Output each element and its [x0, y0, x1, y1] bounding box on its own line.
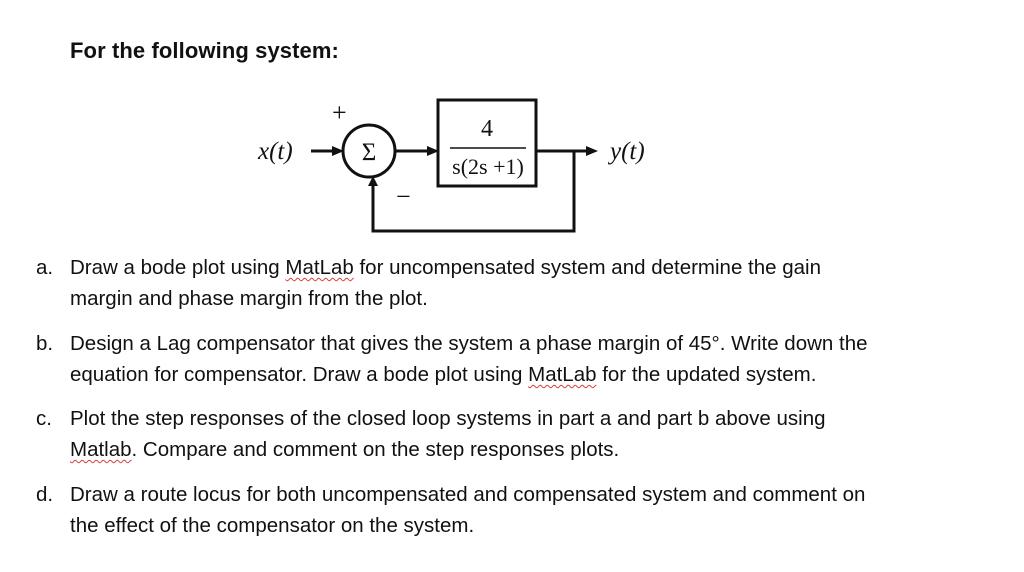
text-run: Draw a route locus for both uncompensate…	[70, 483, 866, 506]
text-run: Design a Lag compensator that gives the …	[70, 332, 868, 355]
feedback-arrowhead	[368, 176, 378, 186]
forward-arrowhead	[427, 146, 439, 156]
feedback-path	[371, 151, 576, 233]
spellcheck-word: MatLab	[285, 256, 354, 279]
spellcheck-word: Matlab	[70, 438, 132, 461]
question-letter: a.	[36, 256, 54, 279]
text-run: . Compare and comment on the step respon…	[131, 438, 620, 461]
text-run: Draw a bode plot using	[70, 256, 286, 279]
question-line: Draw a bode plot using MatLab for uncomp…	[70, 252, 821, 283]
text-run: equation for compensator. Draw a bode pl…	[70, 363, 529, 386]
question-letter: c.	[36, 407, 52, 430]
plus-sign: +	[332, 98, 347, 127]
minus-sign: −	[396, 182, 411, 211]
spellcheck-word: MatLab	[528, 363, 597, 386]
page-heading: For the following system:	[70, 38, 339, 63]
text-run: margin and phase margin from the plot.	[70, 287, 428, 310]
question-letter: d.	[36, 483, 54, 506]
transfer-function-block	[436, 98, 538, 188]
question-line: Draw a route locus for both uncompensate…	[70, 479, 865, 510]
text-run: for uncompensated system and determine t…	[353, 256, 821, 279]
question-letter: b.	[36, 332, 54, 355]
input-arrowhead	[332, 146, 344, 156]
question-line: Plot the step responses of the closed lo…	[70, 403, 826, 434]
question-line: equation for compensator. Draw a bode pl…	[70, 359, 816, 390]
question-line: Matlab. Compare and comment on the step …	[70, 434, 619, 465]
question-line: margin and phase margin from the plot.	[70, 283, 428, 314]
output-arrowhead	[586, 146, 598, 156]
text-run: Plot the step responses of the closed lo…	[70, 407, 826, 430]
summer-symbol: Σ	[362, 139, 377, 166]
input-label: x(t)	[257, 138, 293, 165]
text-run: the effect of the compensator on the sys…	[70, 514, 475, 537]
text-run: for the updated system.	[596, 363, 817, 386]
question-line: Design a Lag compensator that gives the …	[70, 328, 868, 359]
tf-denominator: s(2s +1)	[452, 154, 524, 179]
output-label: y(t)	[607, 138, 645, 165]
question-line: the effect of the compensator on the sys…	[70, 510, 474, 541]
tf-numerator: 4	[481, 116, 493, 142]
block-diagram: x(t) + Σ 4 s(2s +1) y(t) −	[257, 98, 645, 233]
